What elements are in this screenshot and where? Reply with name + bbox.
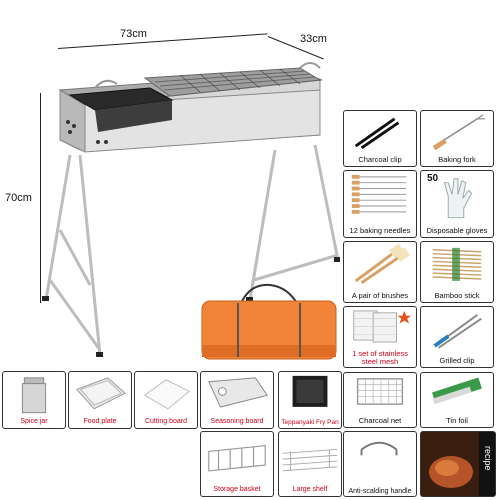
- accessory-label: 12 baking needles: [349, 226, 411, 235]
- accessory-steel-mesh: 1 set of stainless steel mesh: [343, 306, 417, 368]
- bamboo-stick-icon: [432, 247, 482, 281]
- cutting-board-icon: [143, 379, 191, 410]
- accessory-label: Bamboo stick: [434, 291, 480, 300]
- item-large-shelf: Large shelf: [278, 431, 342, 497]
- width-dimension-label: 73cm: [120, 28, 147, 40]
- accessory-charcoal-net: Charcoal net: [343, 372, 417, 428]
- item-label: Large shelf: [292, 486, 328, 493]
- seasoning-board-icon: [208, 377, 268, 408]
- item-cutting-board: Cutting board: [134, 371, 198, 429]
- charcoal-clip-icon: [354, 117, 400, 150]
- charcoal-net-icon: [356, 378, 404, 405]
- item-fry-pan: Teppanyaki Fry Pan: [278, 371, 342, 429]
- baking-needles-icon: [351, 174, 407, 214]
- food-plate-icon: [75, 377, 127, 410]
- grilled-clip-icon: [433, 313, 482, 349]
- accessory-label: Charcoal clip: [358, 155, 402, 164]
- recipe-icon: [429, 432, 495, 496]
- item-spice-jar: Spice jar: [2, 371, 66, 429]
- accessory-label: Tin foil: [446, 416, 468, 425]
- accessory-label: A pair of brushes: [351, 291, 409, 300]
- item-label: Food plate: [83, 418, 117, 425]
- accessory-label: Baking fork: [438, 155, 476, 164]
- item-food-plate: Food plate: [68, 371, 132, 429]
- height-dimension-line: [40, 93, 41, 303]
- spice-jar-icon: [21, 377, 47, 414]
- accessory-bamboo-stick: Bamboo stick: [420, 241, 494, 303]
- item-label: Teppanyaki Fry Pan: [281, 419, 339, 426]
- carry-bag-image: [201, 283, 337, 360]
- large-shelf-icon: [282, 448, 338, 472]
- anti-scalding-handle-icon: [360, 441, 398, 456]
- glove-count: 50: [427, 173, 439, 184]
- item-label: Seasoning board: [210, 418, 264, 425]
- accessory-label: 1 set of stainless steel mesh: [352, 349, 408, 366]
- accessory-baking-needles: 12 baking needles: [343, 170, 417, 238]
- accessory-charcoal-clip: Charcoal clip: [343, 110, 417, 167]
- item-storage-basket: Storage basket: [200, 431, 274, 497]
- accessory-label: Disposable gloves: [426, 226, 488, 235]
- gloves-icon: [443, 178, 473, 219]
- tin-foil-icon: [432, 377, 482, 405]
- item-label: Spice jar: [20, 418, 48, 425]
- accessory-baking-fork: Baking fork: [420, 110, 494, 167]
- accessory-brushes: A pair of brushes: [343, 241, 417, 303]
- item-recipe: recipe: [420, 431, 496, 497]
- steel-mesh-icon: [353, 310, 412, 343]
- accessory-label: Charcoal net: [358, 416, 402, 425]
- bbq-grill-image: [42, 62, 340, 357]
- item-anti-scalding-handle: Anti-scalding handle: [343, 431, 417, 497]
- accessory-disposable-gloves: 50 Disposable gloves: [420, 170, 494, 238]
- width-dimension-line: [57, 33, 268, 49]
- accessory-grilled-clip: Grilled clip: [420, 306, 494, 368]
- height-dimension-label: 70cm: [5, 192, 32, 204]
- item-label: Storage basket: [213, 486, 261, 493]
- accessory-tin-foil: Tin foil: [420, 372, 494, 428]
- brushes-icon: [354, 243, 410, 285]
- fry-pan-icon: [292, 375, 328, 407]
- item-seasoning-board: Seasoning board: [200, 371, 274, 429]
- item-label: Cutting board: [144, 418, 188, 425]
- baking-fork-icon: [432, 114, 486, 151]
- item-label: Anti-scalding handle: [348, 488, 412, 495]
- depth-dimension-label: 33cm: [300, 33, 327, 45]
- storage-basket-icon: [208, 444, 266, 472]
- recipe-label: recipe: [483, 446, 493, 471]
- accessory-label: Grilled clip: [439, 356, 475, 365]
